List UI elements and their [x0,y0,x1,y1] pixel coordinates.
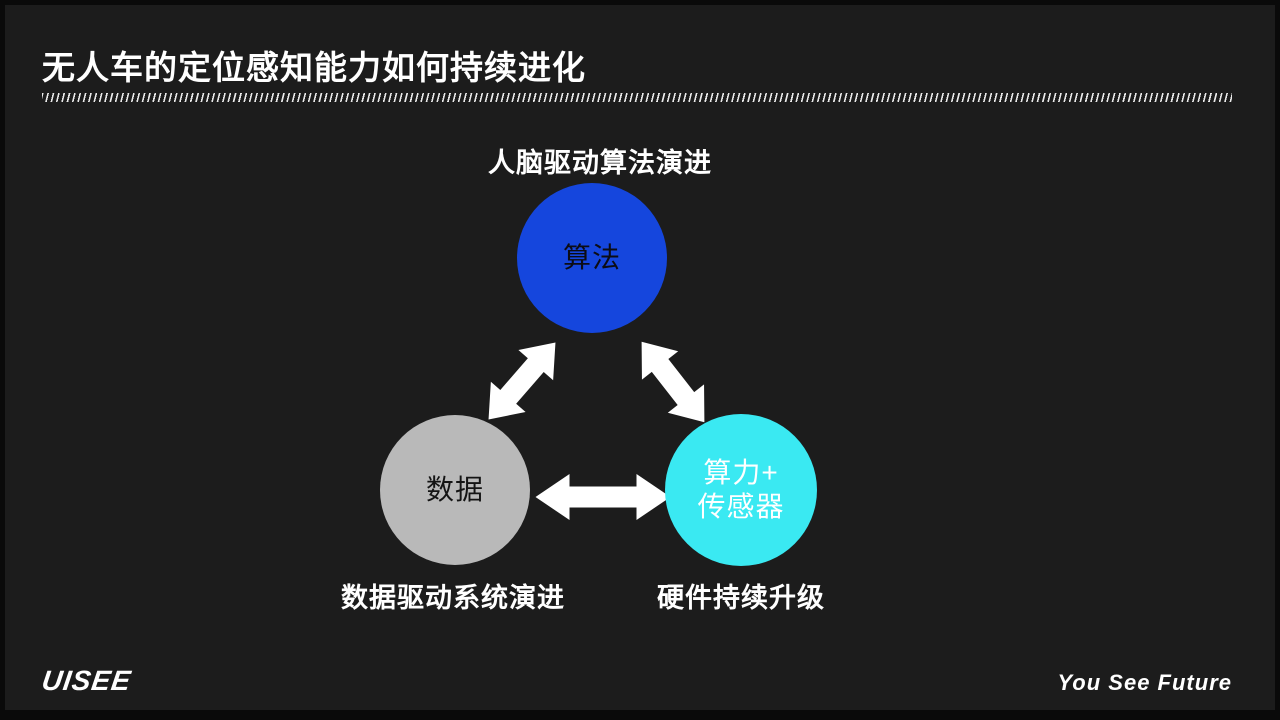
caption-algorithm-evolution: 人脑驱动算法演进 [488,148,712,178]
node-compute-sensors-label: 算力+ 传感器 [697,457,785,522]
node-compute-sensors: 算力+ 传感器 [665,414,817,566]
caption-data-evolution: 数据驱动系统演进 [341,583,565,613]
page-title: 无人车的定位感知能力如何持续进化 [42,49,586,86]
caption-hardware-upgrade: 硬件持续升级 [657,583,825,613]
uisee-logo: UISEE [39,665,134,696]
double-arrow-algorithm-data-icon [471,327,573,435]
node-algorithm: 算法 [517,183,667,333]
footer-tagline: You See Future [1057,670,1232,695]
node-algorithm-label: 算法 [562,242,621,273]
double-arrow-data-compute-icon [535,474,671,520]
node-data-label: 数据 [425,474,484,505]
double-arrow-algorithm-compute-icon [623,327,723,437]
node-data: 数据 [380,415,530,565]
hatched-divider [42,93,1232,102]
